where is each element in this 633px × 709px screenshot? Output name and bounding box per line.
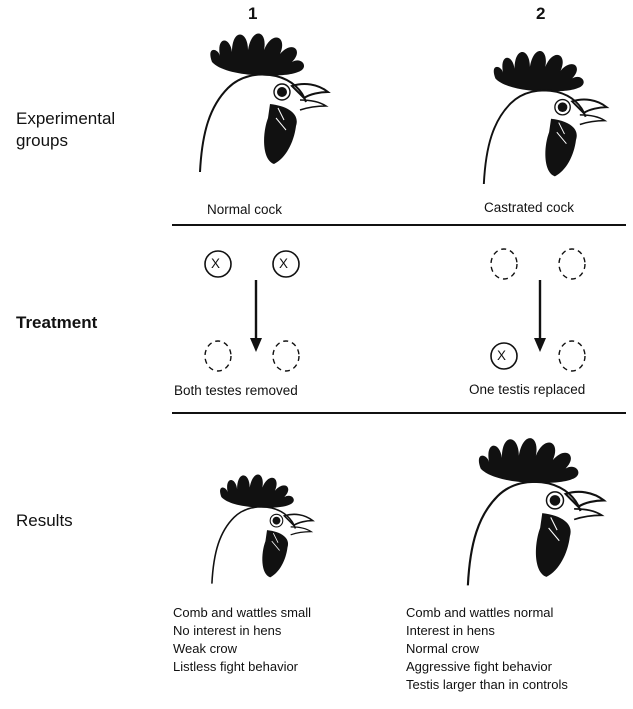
- result-item: Normal crow: [406, 640, 568, 658]
- caption-both-testes-removed: Both testes removed: [174, 383, 298, 398]
- result-item: Comb and wattles normal: [406, 604, 568, 622]
- result-rooster-col1: [200, 448, 340, 588]
- testis-marker: X: [497, 348, 506, 363]
- caption-normal-cock: Normal cock: [207, 202, 282, 217]
- result-item: Comb and wattles small: [173, 604, 311, 622]
- testis-marker: X: [279, 256, 288, 271]
- row-label-experimental-groups: Experimental groups: [16, 108, 115, 152]
- row-label-line: Experimental: [16, 108, 115, 130]
- castrated-cock-illustration: [480, 30, 620, 190]
- divider-bottom: [172, 412, 626, 414]
- result-item: Interest in hens: [406, 622, 568, 640]
- divider-top: [172, 224, 626, 226]
- caption-castrated-cock: Castrated cock: [484, 200, 574, 215]
- row-label-treatment: Treatment: [16, 312, 97, 334]
- caption-one-testis-replaced: One testis replaced: [469, 382, 585, 397]
- result-item: No interest in hens: [173, 622, 311, 640]
- result-item: Listless fight behavior: [173, 658, 311, 676]
- row-label-line: groups: [16, 130, 115, 152]
- result-item: Testis larger than in controls: [406, 676, 568, 694]
- result-item: Aggressive fight behavior: [406, 658, 568, 676]
- result-rooster-col2: [458, 426, 618, 596]
- normal-cock-illustration: [196, 22, 336, 182]
- results-list-col1: Comb and wattles small No interest in he…: [173, 604, 311, 676]
- column-number-1: 1: [248, 4, 257, 24]
- row-label-results: Results: [16, 510, 73, 532]
- testis-marker: X: [211, 256, 220, 271]
- results-list-col2: Comb and wattles normal Interest in hens…: [406, 604, 568, 694]
- column-number-2: 2: [536, 4, 545, 24]
- result-item: Weak crow: [173, 640, 311, 658]
